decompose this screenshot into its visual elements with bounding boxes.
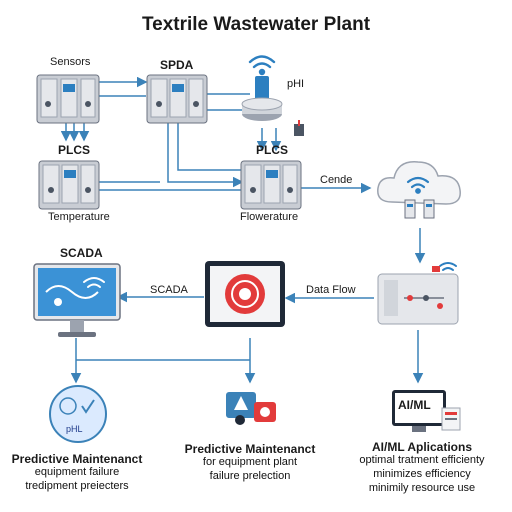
plc-device-left-icon — [38, 160, 100, 210]
alert-icon — [226, 392, 276, 425]
ai-processor-icon — [377, 262, 459, 325]
temperature-label: Temperature — [48, 211, 110, 223]
predictive-badge-icon — [49, 385, 107, 443]
right-output-line3: minimily resource use — [368, 482, 476, 494]
left-output-line2: tredipment preiecters — [25, 480, 129, 492]
processor-wifi-icon — [439, 262, 457, 271]
middle-output-line2: failure prelection — [209, 470, 291, 482]
sensors-label: Sensors — [50, 56, 91, 68]
plc-device-right-icon — [240, 160, 302, 210]
spda-label: SPDA — [160, 58, 194, 72]
middle-output-title: Predictive Maintenanct — [184, 442, 316, 456]
right-output-title: AI/ML Aplications — [371, 440, 472, 454]
data-flow-label: Data Flow — [306, 284, 356, 296]
sensor-device-icon — [36, 74, 100, 124]
middle-output-line1: for equipment plant — [202, 456, 298, 468]
scada-heading: SCADA — [60, 246, 103, 260]
ph-badge-label: pHL — [66, 424, 83, 434]
left-output-title: Predictive Maintenanct — [11, 452, 143, 466]
spda-device-icon — [146, 74, 208, 124]
right-output-line1: optimal tratment efficienty — [359, 454, 485, 466]
scada-monitor-icon — [33, 263, 121, 337]
central-monitor-icon — [205, 261, 285, 327]
phi-label: pHI — [287, 78, 305, 90]
right-output-line2: minimizes efficiency — [373, 468, 471, 480]
cloud-icon — [377, 161, 461, 219]
ph-sensor-icon — [241, 55, 304, 136]
left-output-line1: equipment failure — [34, 466, 120, 478]
page-title: Textrile Wastewater Plant — [141, 14, 371, 35]
cloud-wifi-icon — [406, 176, 430, 194]
scada-flow-label: SCADA — [150, 284, 188, 296]
aiml-monitor-icon — [392, 390, 461, 432]
flowerature-label: Flowerature — [240, 211, 299, 223]
wifi-icon — [248, 55, 276, 76]
aiml-screen-label: AI/ML — [398, 398, 431, 412]
plcs-right-label: PLCS — [256, 143, 289, 157]
plcs-left-label: PLCS — [58, 143, 91, 157]
cende-label: Cende — [320, 174, 353, 186]
